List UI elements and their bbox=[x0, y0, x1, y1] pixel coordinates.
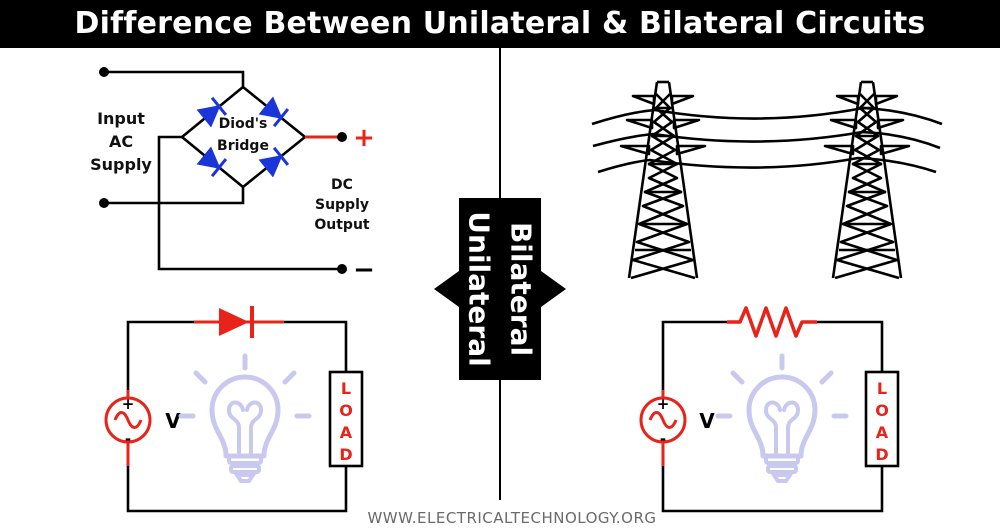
output-label-3: Output bbox=[314, 217, 370, 233]
title-banner: Difference Between Unilateral & Bilatera… bbox=[0, 0, 1000, 48]
load-letter: O bbox=[875, 401, 889, 420]
page-title: Difference Between Unilateral & Bilatera… bbox=[74, 6, 926, 41]
source-plus: + bbox=[657, 395, 670, 413]
unilateral-diode-circuit: + - V L O A D bbox=[104, 306, 364, 513]
source-voltage-label: V bbox=[165, 409, 181, 433]
watermark: WWW.ELECTRICALTECHNOLOGY.ORG bbox=[367, 509, 656, 527]
source-minus: - bbox=[660, 430, 666, 448]
input-label-3: Supply bbox=[90, 155, 152, 174]
input-label-2: AC bbox=[109, 132, 133, 151]
load-letter: D bbox=[339, 445, 352, 464]
transmission-lines bbox=[591, 80, 943, 280]
bilateral-resistor-circuit: + - V L O A D bbox=[639, 306, 900, 513]
load-letter: L bbox=[341, 379, 351, 398]
bridge-rectifier-circuit: Diod's Bridge Input AC Supply DC Supply … bbox=[90, 67, 375, 285]
source-minus: - bbox=[125, 430, 131, 448]
source-plus: + bbox=[122, 395, 135, 413]
load-letter: O bbox=[339, 401, 353, 420]
source-voltage-label: V bbox=[699, 409, 715, 433]
positive-terminal-sign: + bbox=[353, 123, 375, 153]
output-label-1: DC bbox=[331, 177, 353, 193]
bilateral-tag bbox=[501, 198, 566, 380]
unilateral-tag bbox=[434, 198, 499, 380]
bridge-label-1: Diod's bbox=[219, 116, 268, 132]
input-label-1: Input bbox=[97, 109, 145, 128]
output-label-2: Supply bbox=[315, 197, 369, 213]
load-box bbox=[328, 370, 364, 468]
bilateral-tag-label: Bilateral bbox=[505, 222, 538, 356]
ac-source-icon bbox=[639, 396, 687, 444]
load-letter: A bbox=[876, 423, 889, 442]
resistor-icon bbox=[727, 306, 817, 338]
negative-terminal-sign: − bbox=[353, 255, 375, 285]
load-letter: L bbox=[877, 379, 887, 398]
bridge-label-2: Bridge bbox=[217, 138, 269, 154]
load-letter: D bbox=[875, 445, 888, 464]
bulb-icon bbox=[181, 356, 309, 481]
ac-source-icon bbox=[104, 396, 152, 444]
bulb-icon bbox=[718, 356, 846, 481]
load-letter: A bbox=[340, 423, 353, 442]
diode-icon bbox=[219, 306, 254, 338]
unilateral-tag-label: Unilateral bbox=[463, 211, 496, 366]
load-box bbox=[864, 370, 900, 468]
